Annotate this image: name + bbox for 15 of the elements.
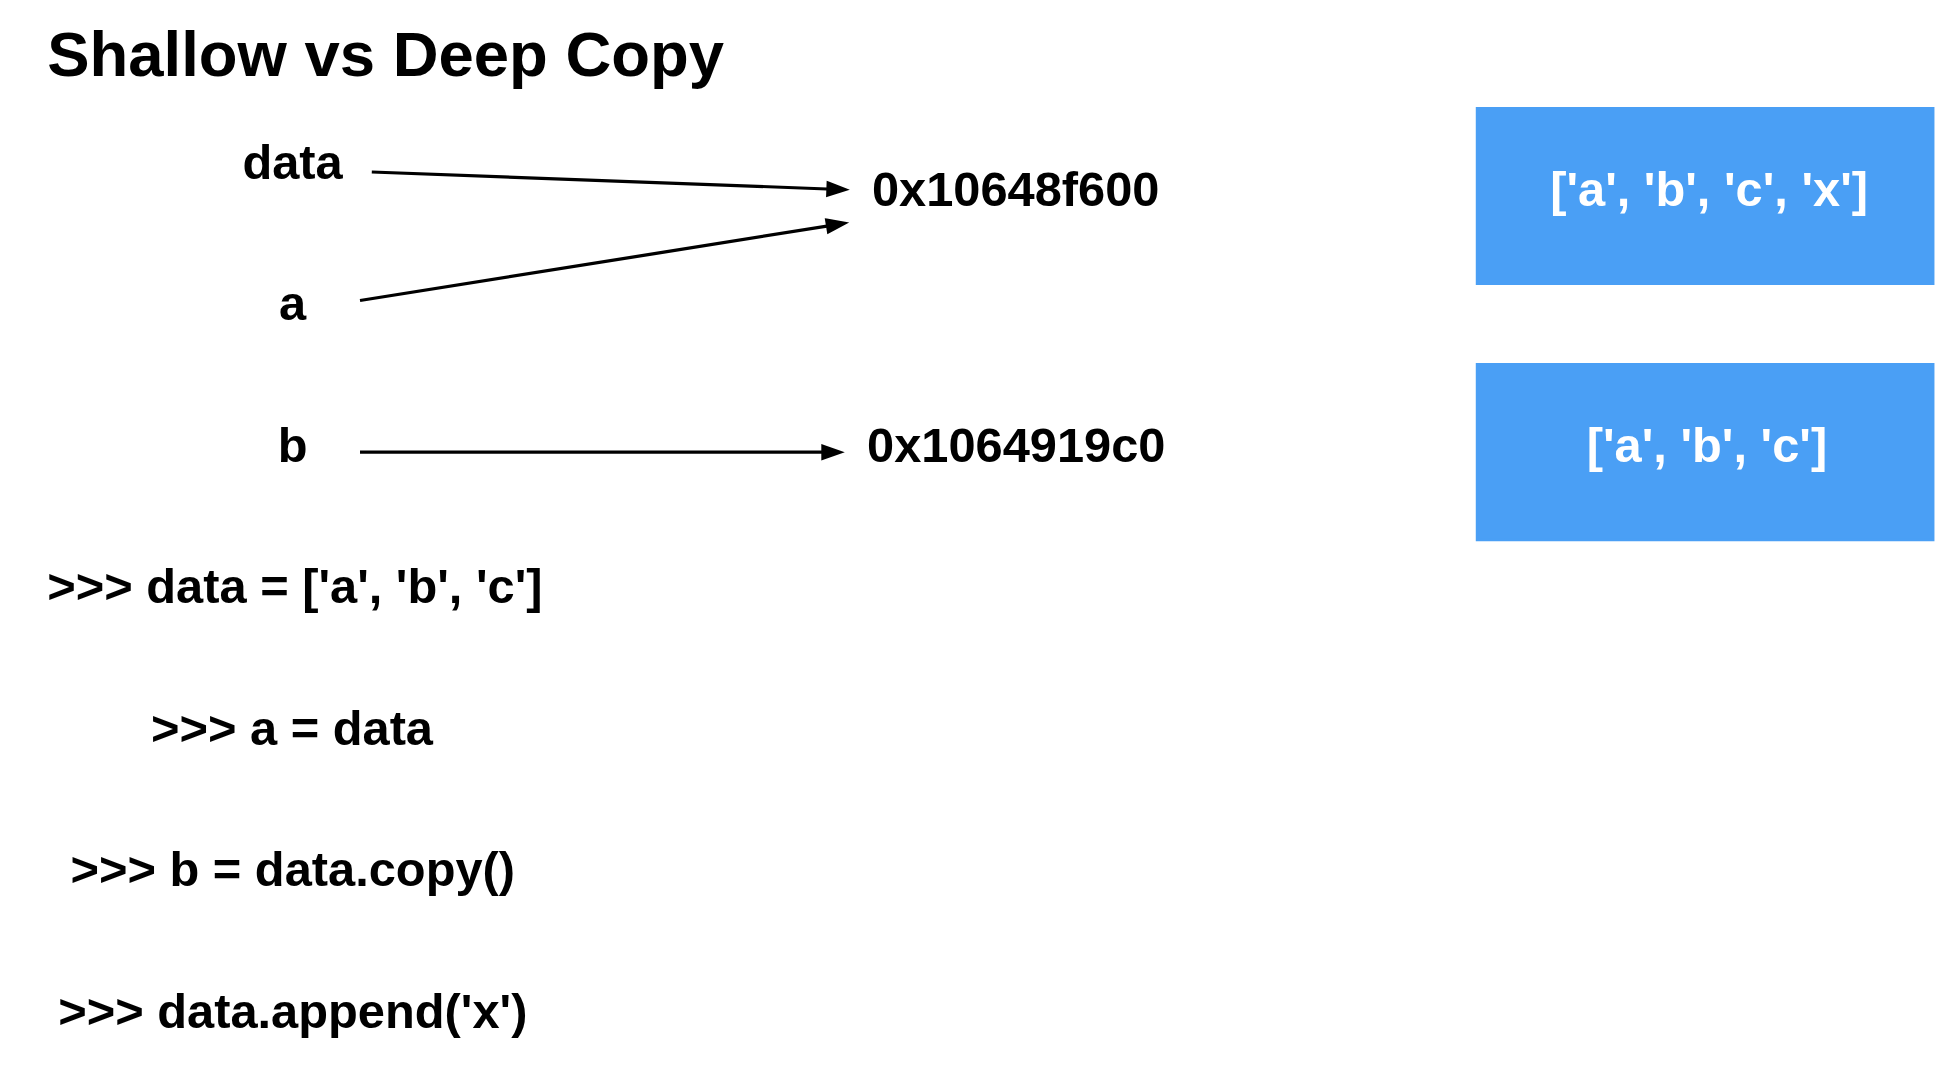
node-box: ['a', 'b', 'c'] (1475, 363, 1934, 542)
node-text: data (241, 134, 343, 189)
node-box: ['a', 'b', 'c', 'x'] (1475, 106, 1934, 286)
node-text: 0x1064919c0 (866, 417, 1165, 472)
diagram-title: Shallow vs Deep Copy (46, 18, 724, 89)
arrow (359, 443, 845, 461)
label: >>> data = ['a', 'b', 'c'] (46, 559, 543, 614)
label: >>> b = data.copy() (69, 842, 515, 897)
label: >>> data.append('x') (57, 983, 527, 1038)
arrow (359, 218, 849, 303)
node-text: a (278, 276, 306, 331)
node-text: b (277, 417, 308, 472)
label: >>> a = data (150, 700, 433, 755)
arrow (371, 170, 850, 198)
node-text: 0x10648f600 (871, 161, 1159, 216)
